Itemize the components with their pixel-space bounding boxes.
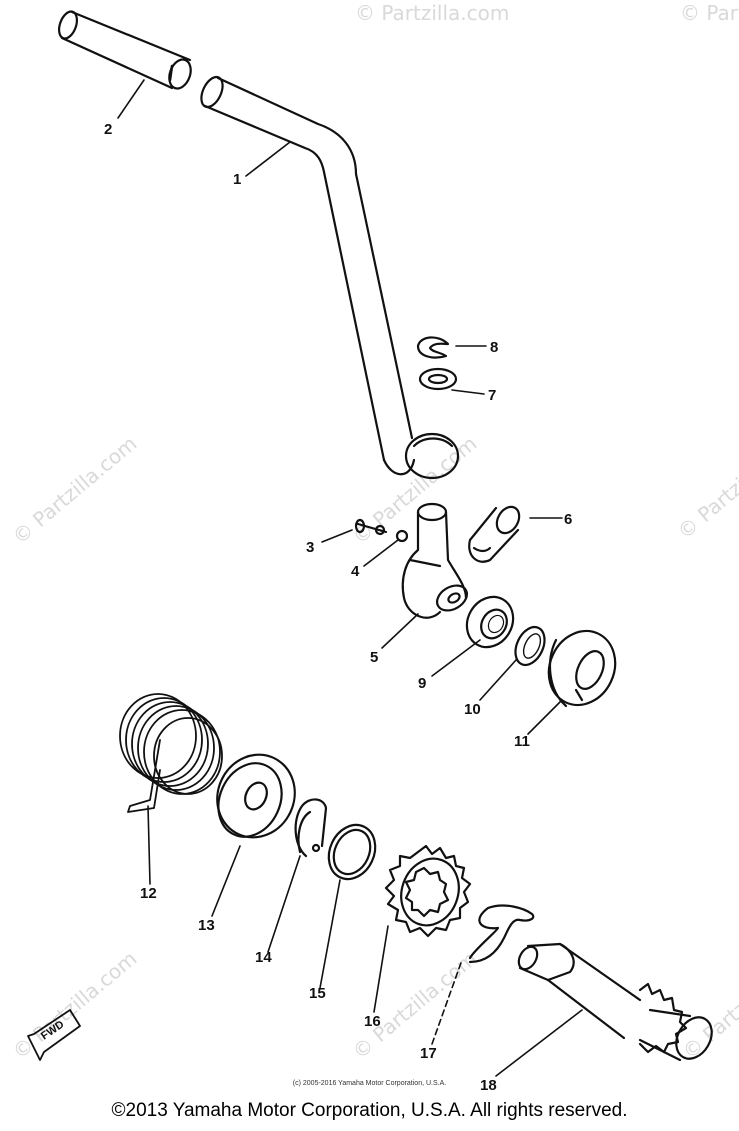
part-6-pin[interactable]	[468, 503, 523, 563]
part-label-14: 14	[255, 949, 272, 966]
part-17-clip-spring[interactable]	[468, 904, 535, 964]
part-1-kick-crank[interactable]	[197, 74, 460, 480]
part-11-spring-guide[interactable]	[537, 620, 627, 716]
part-5-kick-boss[interactable]	[401, 502, 472, 619]
part-label-4: 4	[351, 563, 360, 580]
part-12-kick-spring[interactable]	[119, 693, 223, 813]
part-label-2: 2	[104, 121, 112, 138]
part-label-12: 12	[140, 885, 157, 902]
part-14-circlip[interactable]	[294, 798, 328, 858]
part-label-1: 1	[233, 171, 241, 188]
part-label-7: 7	[488, 387, 496, 404]
fine-print-copyright: (c) 2005-2016 Yamaha Motor Corporation, …	[292, 1080, 447, 1087]
part-label-17: 17	[420, 1045, 437, 1062]
leader-lines	[117, 79, 583, 1077]
watermark-text: © Partzilla.com	[8, 946, 142, 1064]
copyright-notice: ©2013 Yamaha Motor Corporation, U.S.A. A…	[111, 1100, 628, 1121]
part-label-10: 10	[464, 701, 481, 718]
part-label-6: 6	[564, 511, 572, 528]
watermark-text: © Partzilla.com	[673, 426, 739, 544]
part-16-kick-gear[interactable]	[384, 844, 472, 938]
watermark-text: © Partzilla.com	[355, 1, 509, 25]
part-label-13: 13	[198, 917, 215, 934]
part-10-circlip[interactable]	[510, 622, 550, 669]
watermark-text: © Partzilla.com	[348, 431, 482, 549]
part-18-kick-axle[interactable]	[515, 942, 719, 1065]
part-label-11: 11	[514, 733, 530, 750]
part-label-18: 18	[480, 1077, 497, 1094]
part-3-bolt[interactable]	[354, 518, 388, 536]
part-8-circlip[interactable]	[416, 336, 450, 359]
part-2-grip[interactable]	[56, 9, 195, 91]
watermark-layer: © Partzilla.com © Partzilla.com © Partzi…	[8, 1, 739, 1064]
part-7-washer[interactable]	[418, 367, 458, 391]
watermark-text: © Partzilla.com	[8, 431, 142, 549]
part-label-8: 8	[490, 339, 498, 356]
part-label-9: 9	[418, 675, 426, 692]
part-15-washer[interactable]	[320, 817, 384, 886]
part-9-oil-seal[interactable]	[458, 588, 522, 655]
part-label-3: 3	[306, 539, 314, 556]
part-label-16: 16	[364, 1013, 381, 1030]
part-13-washer-plate[interactable]	[204, 742, 308, 850]
part-4-ball[interactable]	[395, 529, 409, 543]
watermark-text: © Partzilla.com	[680, 1, 739, 25]
part-labels: 2 1 3 4 5 6 7 8 9 10 11 12 13 14 15 16 1…	[104, 121, 572, 1094]
part-label-5: 5	[370, 649, 378, 666]
part-label-15: 15	[309, 985, 326, 1002]
